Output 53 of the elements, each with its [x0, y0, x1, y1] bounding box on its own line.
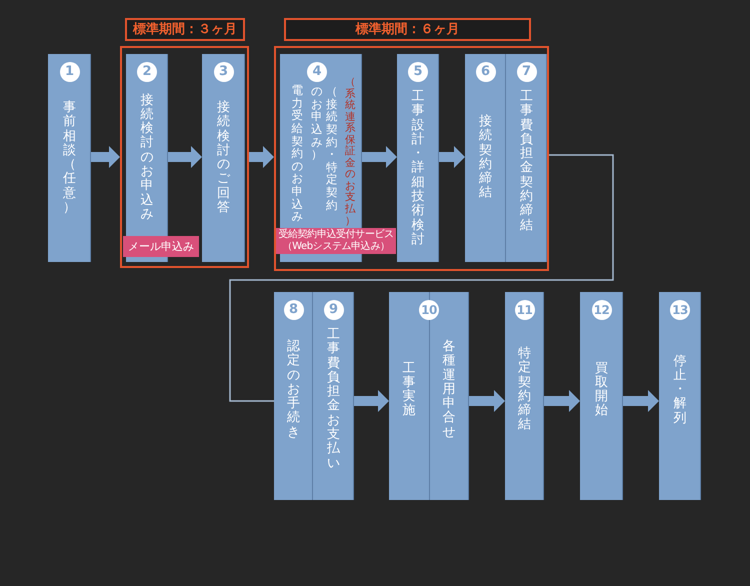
period-heading: 標準期間：３ヶ月 [125, 18, 245, 41]
payment-note: （系統連系保証金のお支払） [344, 77, 356, 228]
application-note: 受給契約申込受付サービス（Webシステム申込み） [276, 228, 396, 254]
step-number: 3 [214, 62, 234, 82]
step-label: 停止・解列 [674, 354, 686, 426]
flow-arrow [439, 146, 465, 168]
flow-arrow [168, 146, 202, 168]
step-label: 接続検討のご回答 [217, 101, 230, 216]
step-label: 接続検討のお申込み [140, 94, 154, 222]
step-label: 工事設計・詳細技術検討 [412, 90, 424, 248]
step-number: 12 [592, 300, 612, 320]
flow-arrow [469, 390, 505, 412]
step-number: 7 [516, 62, 536, 82]
step-number: 1 [60, 62, 80, 82]
period-heading: 標準期間：６ヶ月 [284, 18, 531, 41]
step-label: 各種運用申合せ [442, 340, 456, 440]
step-label: 買取開始 [595, 362, 608, 419]
step-card [48, 54, 91, 262]
step-card [465, 54, 506, 262]
step-label: 工事費負担金お支払い [327, 328, 340, 471]
step-label: 接続契約締結 [479, 115, 492, 201]
step-number: 2 [137, 62, 157, 82]
step-label: 特定契約締結 [518, 347, 531, 433]
step-number: 13 [670, 300, 690, 320]
flow-arrow [249, 146, 274, 168]
step-label: 電力受給契約のお申込み [291, 84, 303, 224]
step-card [313, 292, 354, 500]
application-note: メール申込み [123, 236, 199, 257]
step-label: 工事実施 [402, 362, 416, 419]
flow-arrow [544, 390, 580, 412]
step-card [580, 292, 623, 500]
step-card [505, 292, 544, 500]
flow-arrow [362, 146, 397, 168]
step-card [506, 54, 547, 262]
step-number: 4 [307, 62, 327, 82]
step-label: 事前相談（任意） [63, 101, 76, 216]
step-number: 6 [476, 62, 496, 82]
step-card [202, 54, 245, 262]
step-number: 10 [419, 300, 439, 320]
step-number: 11 [514, 300, 534, 320]
flow-arrow [623, 390, 659, 412]
step-card [274, 292, 313, 500]
step-number: 8 [284, 300, 304, 320]
step-label: （接続契約・特定契約のお申込み） [311, 85, 338, 212]
step-label: 工事費負担金契約締結 [520, 90, 533, 233]
flow-arrow [354, 390, 389, 412]
step-number: 9 [324, 300, 344, 320]
flow-arrow [91, 146, 120, 168]
step-card [659, 292, 701, 500]
step-card [397, 54, 439, 262]
step-label: 認定のお手続き [287, 340, 300, 440]
step-number: 5 [408, 62, 428, 82]
step-card [389, 292, 469, 500]
